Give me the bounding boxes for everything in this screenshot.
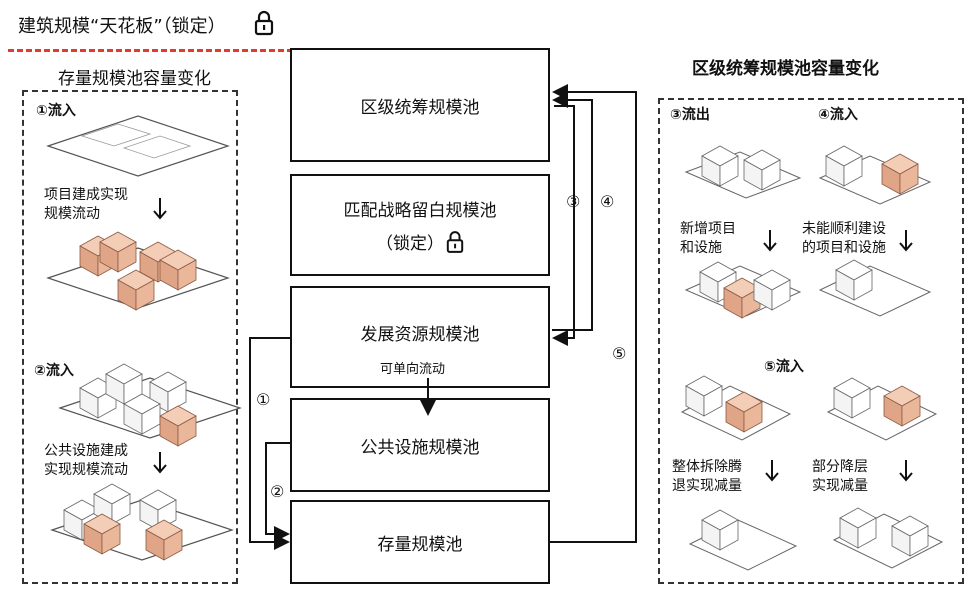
down-arrow-icon — [765, 459, 779, 481]
one-way-note: 可单向流动 — [380, 362, 446, 377]
section1-label: ①流入 — [36, 103, 76, 119]
stock-pool-box: 存量规模池 — [290, 500, 550, 584]
district-pool-box: 区级统筹规模池 — [290, 48, 550, 162]
down-arrow-icon — [899, 459, 913, 481]
district-pool-label: 区级统筹规模池 — [360, 97, 480, 118]
header-title: 建筑规模“天花板”（锁定） — [18, 16, 226, 37]
left-panel-title: 存量规模池容量变化 — [58, 69, 211, 89]
buildings-illustration — [684, 145, 802, 199]
down-arrow-icon — [899, 229, 913, 251]
ceiling-line — [8, 49, 320, 52]
section3-caption-1: 新增项目 — [680, 221, 736, 237]
arrow-label-1: ① — [256, 390, 271, 409]
lock-icon — [254, 10, 274, 36]
buildings-illustration — [59, 363, 241, 447]
left-panel — [22, 90, 238, 584]
stock-pool-label: 存量规模池 — [377, 534, 463, 555]
buildings-illustration — [684, 261, 802, 319]
section1-caption-1: 项目建成实现 — [44, 187, 128, 203]
arrow-label-2: ② — [270, 482, 285, 501]
buildings-illustration — [688, 509, 798, 571]
section2-caption-2: 实现规模流动 — [44, 462, 128, 478]
right-panel — [658, 98, 964, 584]
section2-label: ②流入 — [34, 363, 74, 379]
section5a-caption-2: 退实现减量 — [672, 478, 742, 494]
buildings-illustration — [826, 377, 938, 441]
buildings-illustration — [818, 145, 932, 205]
reserve-pool-label: 匹配战略留白规模池 — [343, 201, 497, 221]
section5b-caption-2: 实现减量 — [812, 478, 868, 494]
down-arrow-icon — [763, 229, 777, 251]
down-arrow-icon — [153, 451, 167, 473]
buildings-illustration — [47, 231, 229, 311]
site-plan-illustration — [47, 115, 229, 177]
section5-label: ⑤流入 — [764, 359, 804, 375]
section4-caption-2: 的项目和设施 — [802, 240, 886, 256]
right-panel-title: 区级统筹规模池容量变化 — [692, 59, 879, 79]
buildings-illustration — [818, 259, 932, 317]
buildings-illustration — [832, 507, 944, 569]
lock-icon — [446, 230, 464, 254]
reserve-pool-box: 匹配战略留白规模池 （锁定） — [290, 174, 550, 276]
arrow-label-3: ③ — [566, 192, 581, 211]
section5a-caption-1: 整体拆除腾 — [672, 459, 742, 475]
buildings-illustration — [680, 375, 792, 441]
public-facility-pool-label: 公共设施规模池 — [360, 437, 480, 458]
development-pool-label: 发展资源规模池 — [360, 325, 480, 345]
section4-label: ④流入 — [818, 107, 858, 123]
development-pool-box: 发展资源规模池 — [290, 286, 550, 388]
arrow-label-4: ④ — [600, 192, 615, 211]
section3-caption-2: 和设施 — [680, 240, 722, 256]
down-arrow-icon — [153, 197, 167, 219]
buildings-illustration — [51, 483, 233, 561]
reserve-pool-locked: （锁定） — [376, 234, 444, 254]
section4-caption-1: 未能顺利建设 — [802, 221, 886, 237]
section1-caption-2: 规模流动 — [44, 206, 100, 222]
section2-caption-1: 公共设施建成 — [44, 443, 128, 459]
section5b-caption-1: 部分降层 — [812, 459, 868, 475]
section3-label: ③流出 — [670, 107, 710, 123]
arrow-label-5: ⑤ — [612, 344, 627, 363]
